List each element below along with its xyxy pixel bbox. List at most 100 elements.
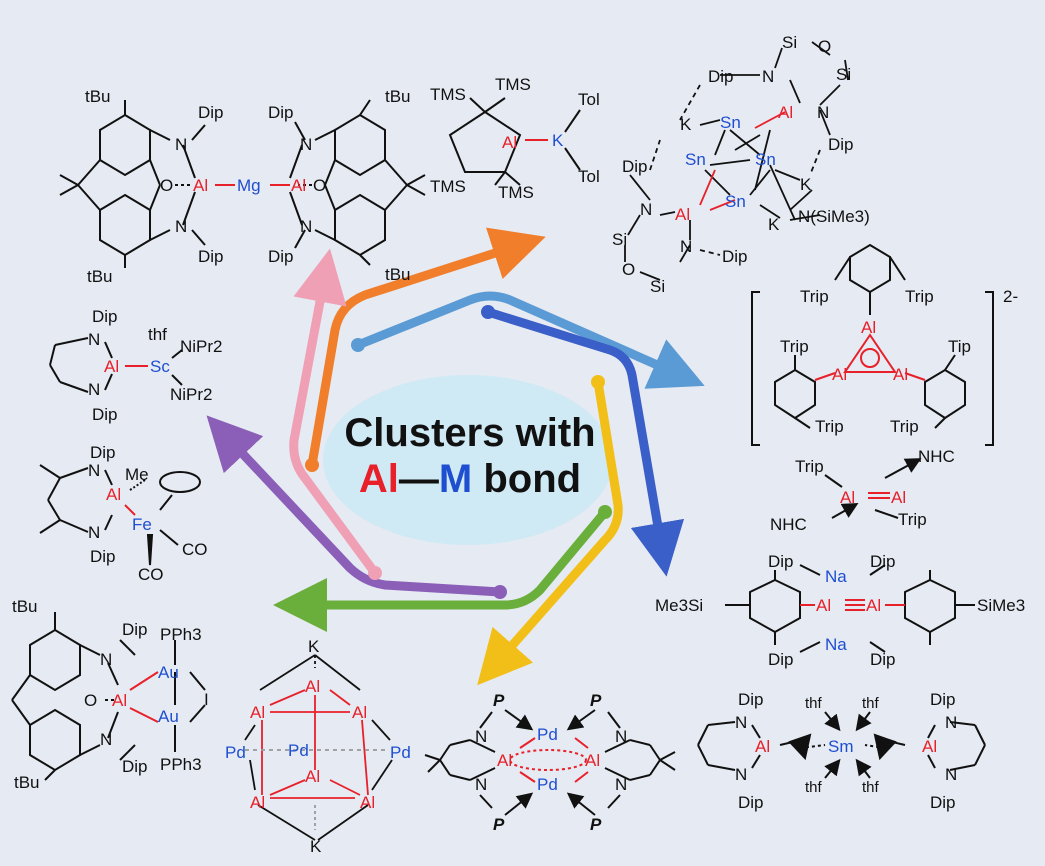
label-al: Al (104, 357, 119, 376)
molecule-al3-labels: Trip Trip Al Al Al Trip Tip Trip Trip 2- (780, 287, 1018, 436)
label-tbu: tBu (12, 597, 38, 616)
label-p: P (493, 815, 505, 834)
label-al: Al (778, 103, 793, 122)
label-k: K (308, 637, 320, 656)
label-dip: Dip (268, 103, 294, 122)
label-pd: Pd (537, 775, 558, 794)
label-si: Si (836, 65, 851, 84)
label-n: N (175, 217, 187, 236)
label-tbu: tBu (14, 773, 40, 792)
label-co: CO (182, 540, 208, 559)
arrow-pink (289, 248, 382, 580)
label-dip: Dip (268, 247, 294, 266)
label-n: N (88, 523, 100, 542)
label-trip: Trip (815, 417, 844, 436)
label-tms: TMS (498, 183, 534, 202)
label-al: Al (585, 751, 600, 770)
label-pph3: PPh3 (160, 755, 202, 774)
label-al: Al (893, 365, 908, 384)
label-thf: thf (148, 325, 167, 344)
center-title-line2: Al—M bond (325, 456, 615, 502)
label-thf: thf (862, 695, 880, 712)
label-tms: TMS (430, 85, 466, 104)
label-sn: Sn (685, 150, 706, 169)
label-sn: Sn (725, 192, 746, 211)
label-me3si: Me3Si (655, 596, 703, 615)
label-tip: Tip (948, 337, 971, 356)
label-si: Si (650, 277, 665, 296)
label-o: O (313, 176, 326, 195)
label-tbu: tBu (87, 267, 113, 286)
label-dip: Dip (738, 793, 764, 812)
label-dip: Dip (870, 650, 896, 669)
molecule-al-sn (624, 41, 849, 281)
label-pd: Pd (537, 725, 558, 744)
label-o: O (622, 260, 635, 279)
label-thf: thf (805, 695, 823, 712)
label-n: N (817, 103, 829, 122)
label-tms: TMS (495, 75, 531, 94)
label-al: Al (816, 596, 831, 615)
label-co: CO (138, 565, 164, 584)
label-pd: Pd (390, 743, 411, 762)
label-dip: Dip (198, 103, 224, 122)
label-n: N (735, 713, 747, 732)
label-al: Al (922, 737, 937, 756)
label-n: N (300, 217, 312, 236)
label-thf: thf (805, 779, 823, 796)
label-dip: Dip (768, 650, 794, 669)
label-mg: Mg (237, 176, 261, 195)
center-ellipse (323, 375, 613, 545)
label-n: N (300, 135, 312, 154)
label-dip: Dip (92, 307, 118, 326)
label-pph3: PPh3 (160, 625, 202, 644)
label-al: Al (106, 485, 121, 504)
arrow-light-blue (351, 291, 705, 389)
label-o: O (818, 37, 831, 56)
molecule-al-k-labels: TMS TMS TMS TMS Al K Tol Tol (430, 75, 600, 202)
label-pd: Pd (288, 741, 309, 760)
molecule-al-sc (49, 337, 183, 393)
molecule-al-fe-labels: Dip N Al Me Fe CO CO N Dip (88, 443, 208, 584)
label-n: N (762, 67, 774, 86)
center-title: Clusters with Al—M bond (325, 410, 615, 502)
label-al: Al (250, 703, 265, 722)
arrow-yellow (477, 375, 623, 686)
label-dip: Dip (930, 690, 956, 709)
label-sn: Sn (755, 150, 776, 169)
molecule-al-pd-ring (424, 709, 676, 816)
molecule-al-al-triple-labels: Dip Na Dip Me3Si Al Al SiMe3 Dip Na Dip (655, 552, 1025, 669)
label-al: Al (866, 596, 881, 615)
label-al: Al (291, 176, 306, 195)
label-dip: Dip (198, 247, 224, 266)
label-tol: Tol (578, 90, 600, 109)
label-n: N (615, 727, 627, 746)
label-o: O (84, 691, 97, 710)
molecule-al-mg-al-labels: tBu tBu tBu tBu Dip Dip Dip Dip N N N N … (85, 87, 411, 286)
label-n: N (100, 650, 112, 669)
molecule-al-sn-labels: Si O Si Dip N Al N Dip K Sn Sn Sn Sn K K… (612, 33, 870, 296)
label-nipr2: NiPr2 (180, 337, 223, 356)
label-au: Au (158, 707, 179, 726)
arrow-green (273, 505, 612, 632)
label-k: K (310, 837, 322, 856)
label-n: N (88, 380, 100, 399)
molecule-al-au (11, 612, 206, 781)
label-n: N (475, 727, 487, 746)
label-dip: Dip (722, 247, 748, 266)
molecule-al-sm-labels: Dip Dip Dip Dip N N N N Al Al Sm thf thf… (735, 690, 957, 812)
label-trip: Trip (890, 417, 919, 436)
label-dip: Dip (738, 690, 764, 709)
label-al: Al (250, 793, 265, 812)
arrow-purple (206, 415, 507, 599)
molecule-al-pd-cluster-labels: K Al Al Al Pd Pd Pd Al Al Al K (225, 637, 411, 856)
label-dip: Dip (828, 135, 854, 154)
molecule-al-fe (39, 464, 201, 566)
label-fe: Fe (132, 515, 152, 534)
label-trip: Trip (800, 287, 829, 306)
label-k: K (552, 131, 564, 150)
molecule-al-sc-labels: Dip N Al Sc thf NiPr2 NiPr2 N Dip (88, 307, 223, 424)
label-sc: Sc (150, 357, 170, 376)
molecule-al-k (448, 97, 581, 186)
